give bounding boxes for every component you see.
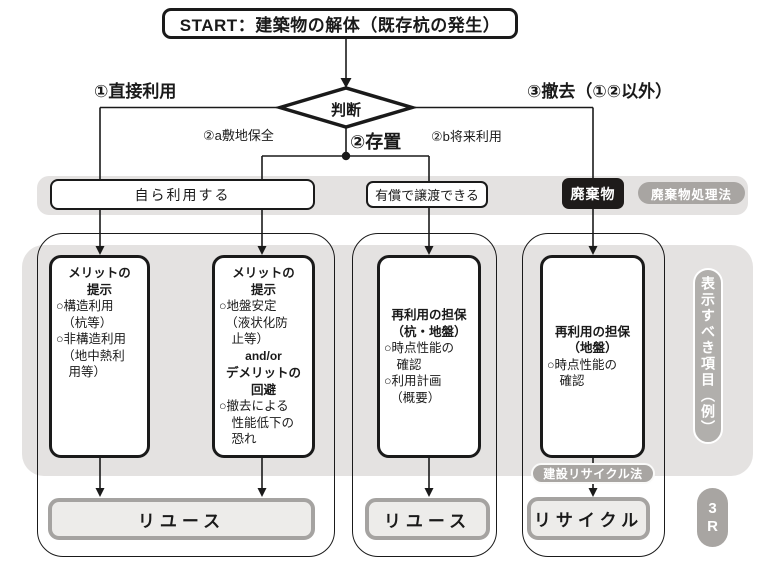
display-items-label: 表示すべき項目（例） — [700, 276, 716, 436]
box2-header: メリットの 提示 — [232, 266, 295, 297]
container-direct-use — [37, 233, 335, 557]
recycle-label: リサイクル — [533, 511, 644, 530]
box2-body1: ○地盤安定 （液状化防 止等） — [219, 299, 288, 346]
box1-body: ○構造利用 （杭等） ○非構造利用 （地中熱利 用等） — [56, 299, 127, 379]
container-leave-in-place — [352, 233, 497, 557]
three-r-badge: 3 R — [697, 488, 728, 547]
start-node: START：建築物の解体（既存杭の発生） — [162, 8, 518, 39]
decision-diamond — [273, 86, 419, 129]
box1-header: メリットの 提示 — [68, 266, 131, 297]
construction-recycle-law-label: 建設リサイクル法 — [543, 467, 643, 481]
reuse-left-label: リユース — [137, 511, 226, 531]
waste-law-label: 廃棄物処理法 — [650, 187, 732, 202]
box3-header: 再利用の担保 （杭・地盤） — [391, 308, 467, 339]
recycle-node: リサイクル — [527, 497, 650, 540]
box4-body: ○時点性能の 確認 — [547, 357, 618, 389]
box3-body: ○時点性能の 確認 ○利用計画 （概要） — [384, 341, 455, 405]
arrowheads — [95, 78, 598, 497]
item-box-ground-merit: メリットの 提示 ○地盤安定 （液状化防 止等） and/or デメリットの 回… — [212, 255, 315, 458]
box2-header2: デメリットの 回避 — [225, 366, 301, 397]
construction-recycle-law-pill: 建設リサイクル法 — [531, 463, 655, 484]
box2-body2: ○撤去による 性能低下の 恐れ — [219, 399, 295, 447]
box2-andor-label: and/or — [245, 348, 282, 363]
waste-law-pill: 廃棄物処理法 — [638, 182, 745, 204]
three-r-top: 3 — [708, 500, 717, 518]
own-use-label: 自ら利用する — [134, 186, 231, 203]
box4-header: 再利用の担保 （地盤） — [554, 324, 630, 356]
decision-label: 判断 — [330, 102, 361, 119]
branch-future-use-label: ②b将来利用 — [431, 129, 502, 144]
junction-dot — [341, 151, 351, 161]
reuse-center-label: リユース — [383, 511, 472, 531]
display-items-side-pill: 表示すべき項目（例） — [693, 268, 723, 444]
reuse-left-node: リユース — [48, 498, 315, 540]
reuse-center-node: リユース — [365, 498, 490, 540]
three-r-bottom: R — [707, 517, 718, 535]
start-label: START：建築物の解体（既存杭の発生） — [179, 16, 501, 35]
branch-removal-label: ③撤去（①②以外） — [527, 82, 673, 101]
branch-leave-in-place-label: ②存置 — [350, 132, 402, 152]
own-use-node: 自ら利用する — [50, 179, 315, 210]
item-box-reuse-guarantee-pile: 再利用の担保 （杭・地盤） ○時点性能の 確認 ○利用計画 （概要） — [377, 255, 481, 458]
branch-direct-use-label: ①直接利用 — [94, 82, 177, 101]
item-box-structural-merit: メリットの 提示 ○構造利用 （杭等） ○非構造利用 （地中熱利 用等） — [49, 255, 150, 458]
waste-node: 廃棄物 — [562, 178, 624, 209]
item-box-reuse-guarantee-ground: 再利用の担保 （地盤） ○時点性能の 確認 — [540, 255, 645, 458]
waste-label: 廃棄物 — [570, 185, 616, 202]
container-removal — [522, 233, 665, 557]
paid-transfer-label: 有償で譲渡できる — [375, 188, 479, 203]
branch-site-preservation-label: ②a敷地保全 — [203, 128, 274, 143]
paid-transfer-node: 有償で譲渡できる — [366, 181, 488, 208]
